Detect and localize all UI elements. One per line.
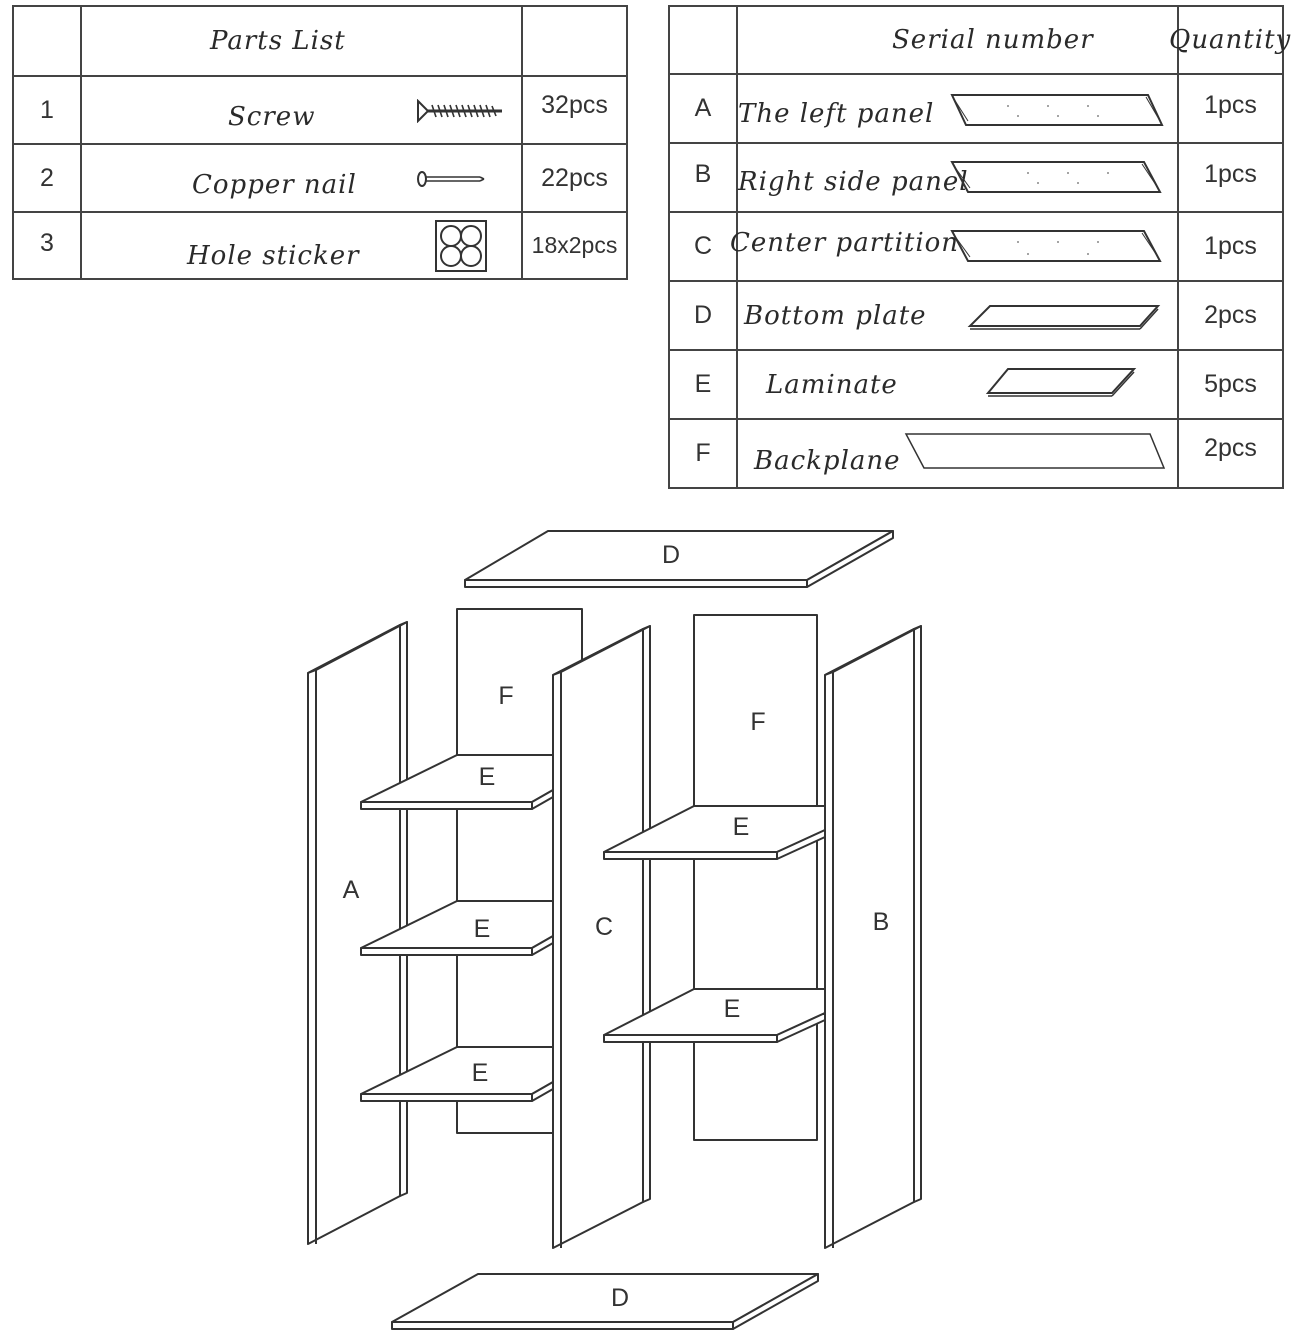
label-center-partition: C: [595, 913, 613, 941]
label-left-panel: A: [343, 876, 360, 904]
part-name-cell: Screw: [80, 75, 523, 145]
row-number: 1: [12, 75, 82, 145]
part-name: Right side panel: [738, 166, 969, 197]
label-bottom-plate: D: [611, 1284, 629, 1312]
parts-list-title: Parts List: [210, 26, 346, 56]
table-row: 2 Copper nail 22pcs: [12, 143, 628, 213]
label-shelf-left-1: E: [479, 763, 496, 791]
part-quantity: 1pcs: [1177, 142, 1284, 213]
part-name-cell: Right side panel: [736, 142, 1179, 213]
right-panel: [824, 625, 922, 1249]
part-name-cell: Laminate: [736, 349, 1179, 420]
parts-header-qty-blank: [521, 5, 628, 77]
serial-header-blank: [668, 5, 738, 75]
backplane-right: [693, 614, 818, 1141]
part-name-cell: Copper nail: [80, 143, 523, 213]
shelf-left-3: [360, 1046, 554, 1102]
label-shelf-right-2: E: [724, 995, 741, 1023]
table-row: 1 Screw 32pcs: [12, 75, 628, 145]
part-quantity: 5pcs: [1177, 349, 1284, 420]
part-name-cell: Hole sticker: [80, 211, 523, 280]
table-row: C Center partition 1pcs: [668, 211, 1284, 282]
backplane-icon: [904, 433, 1166, 469]
row-number: 3: [12, 211, 82, 280]
panel-icon: [950, 230, 1162, 262]
part-quantity: 2pcs: [1177, 280, 1284, 351]
nail-icon: [417, 171, 485, 187]
part-name-cell: Backplane: [736, 418, 1179, 489]
part-name: The left panel: [738, 98, 935, 129]
screw-icon: [417, 99, 502, 123]
bottom-plate: [391, 1273, 819, 1330]
parts-list-header: Parts List: [80, 5, 523, 77]
part-code: F: [668, 418, 738, 489]
shelf-left-1: [360, 754, 554, 810]
quantity-header: Quantity: [1169, 25, 1292, 55]
part-quantity: 32pcs: [521, 75, 628, 145]
part-name: Backplane: [754, 445, 901, 476]
parts-list-table: Parts List 1 Screw 32pcs 2: [12, 5, 628, 280]
part-code: C: [668, 211, 738, 282]
row-number: 2: [12, 143, 82, 213]
panel-icon: [950, 161, 1162, 193]
part-name: Copper nail: [192, 170, 357, 200]
part-quantity: 18x2pcs: [521, 211, 628, 280]
shelf-icon: [985, 368, 1137, 397]
center-partition: [552, 625, 651, 1249]
part-quantity: 2pcs: [1177, 418, 1284, 489]
table-row: F Backplane 2pcs: [668, 418, 1284, 489]
label-backplane-left: F: [498, 682, 513, 710]
plate-icon: [967, 305, 1161, 330]
backplane-left: [456, 608, 583, 1134]
quantity-header-cell: Quantity: [1169, 5, 1290, 75]
parts-header-blank: [12, 5, 82, 77]
table-row: A The left panel 1pcs: [668, 73, 1284, 144]
panel-icon: [950, 94, 1164, 126]
part-quantity: 1pcs: [1177, 73, 1284, 144]
part-name-cell: Center partition: [730, 211, 1179, 282]
shelf-right-2: [603, 988, 826, 1043]
label-shelf-right-1: E: [733, 813, 750, 841]
shelf-left-2: [360, 900, 554, 956]
part-code: A: [668, 73, 738, 144]
part-quantity: 22pcs: [521, 143, 628, 213]
label-backplane-right: F: [750, 708, 765, 736]
part-name-cell: The left panel: [736, 73, 1179, 144]
left-panel: [307, 621, 408, 1245]
shelf-right-1: [603, 805, 826, 860]
serial-header-cell: Serial number: [736, 5, 1179, 75]
serial-number-table: Serial number Quantity A The left panel …: [668, 5, 1290, 489]
table-row: 3 Hole sticker 18x2pcs: [12, 211, 628, 280]
table-row: D Bottom plate 2pcs: [668, 280, 1284, 351]
serial-number-header: Serial number: [892, 25, 1094, 55]
part-code: B: [668, 142, 738, 213]
part-code: D: [668, 280, 738, 351]
part-name: Bottom plate: [744, 300, 927, 331]
label-top-plate: D: [662, 541, 680, 569]
part-name: Center partition: [730, 227, 960, 258]
part-code: E: [668, 349, 738, 420]
label-shelf-left-2: E: [474, 915, 491, 943]
part-name-cell: Bottom plate: [736, 280, 1179, 351]
label-right-panel: B: [873, 908, 890, 936]
part-quantity: 1pcs: [1177, 211, 1284, 282]
label-shelf-left-3: E: [472, 1059, 489, 1087]
part-name: Laminate: [766, 369, 898, 400]
table-row: E Laminate 5pcs: [668, 349, 1284, 420]
hole-sticker-icon: [435, 220, 487, 272]
table-row: B Right side panel 1pcs: [668, 142, 1284, 213]
part-name: Screw: [228, 102, 316, 132]
part-name: Hole sticker: [187, 240, 360, 271]
top-plate: [464, 530, 894, 588]
